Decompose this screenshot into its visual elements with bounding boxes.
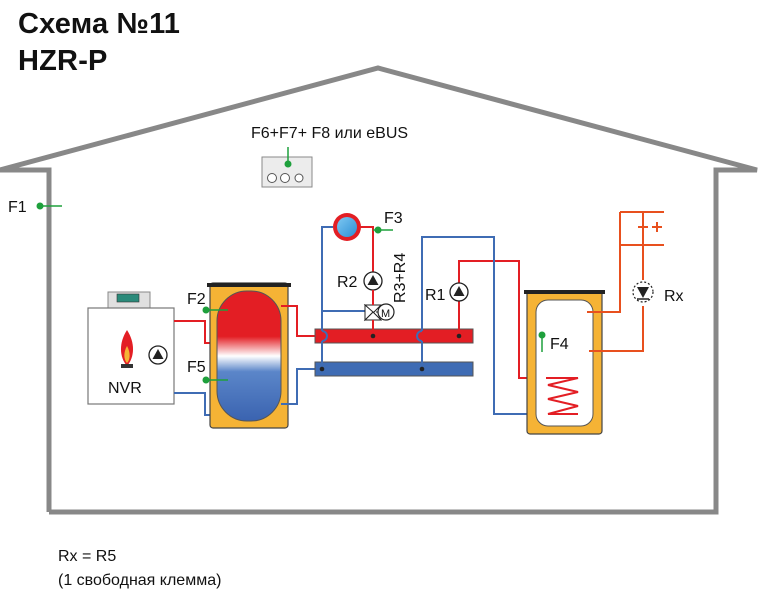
f1-label: F1 xyxy=(8,199,27,216)
pump-r1-icon xyxy=(449,282,469,302)
heating-coil xyxy=(546,377,579,415)
sensor-f2 xyxy=(202,306,228,314)
room-controller xyxy=(261,147,313,188)
buffer-pipes xyxy=(281,305,315,405)
motor-label: M xyxy=(381,308,390,320)
sensor-f1 xyxy=(36,202,62,210)
scheme-model: HZR-P xyxy=(18,45,108,77)
controller-sensor-dot xyxy=(284,160,292,168)
f3-label: F3 xyxy=(384,210,403,227)
scheme-title: Схема №11 xyxy=(18,8,181,40)
note-free-terminal: (1 свободная клемма) xyxy=(58,572,222,589)
sensor-f3 xyxy=(373,226,393,234)
supply-manifold xyxy=(314,328,474,344)
r1-label: R1 xyxy=(425,287,446,304)
mixed-heating-circuit xyxy=(321,226,374,369)
nvr-label: NVR xyxy=(108,380,142,397)
f2-label: F2 xyxy=(187,291,206,308)
note-rx-mapping: Rx = R5 xyxy=(58,548,117,565)
buffer-tank xyxy=(207,282,291,429)
hot-water-circuit xyxy=(587,211,664,352)
dhw-tank xyxy=(524,290,605,435)
rx-label: Rx xyxy=(664,288,684,305)
boiler xyxy=(87,291,175,405)
f4-label: F4 xyxy=(550,336,569,353)
radiator-loop xyxy=(333,213,361,241)
manifold-junctions xyxy=(319,333,462,372)
pump-r2-icon xyxy=(363,271,383,291)
r2-label: R2 xyxy=(337,274,358,291)
sensor-f5 xyxy=(202,376,228,384)
sensor-f4 xyxy=(538,331,546,352)
controller-label: F6+F7+ F8 или eBUS xyxy=(251,125,408,142)
house-outline xyxy=(0,65,758,515)
f5-label: F5 xyxy=(187,359,206,376)
mixing-valve-icon: M xyxy=(363,290,395,336)
return-manifold xyxy=(314,361,474,377)
r3r4-label: R3+R4 xyxy=(392,253,409,303)
pump-rx-icon xyxy=(632,281,654,303)
